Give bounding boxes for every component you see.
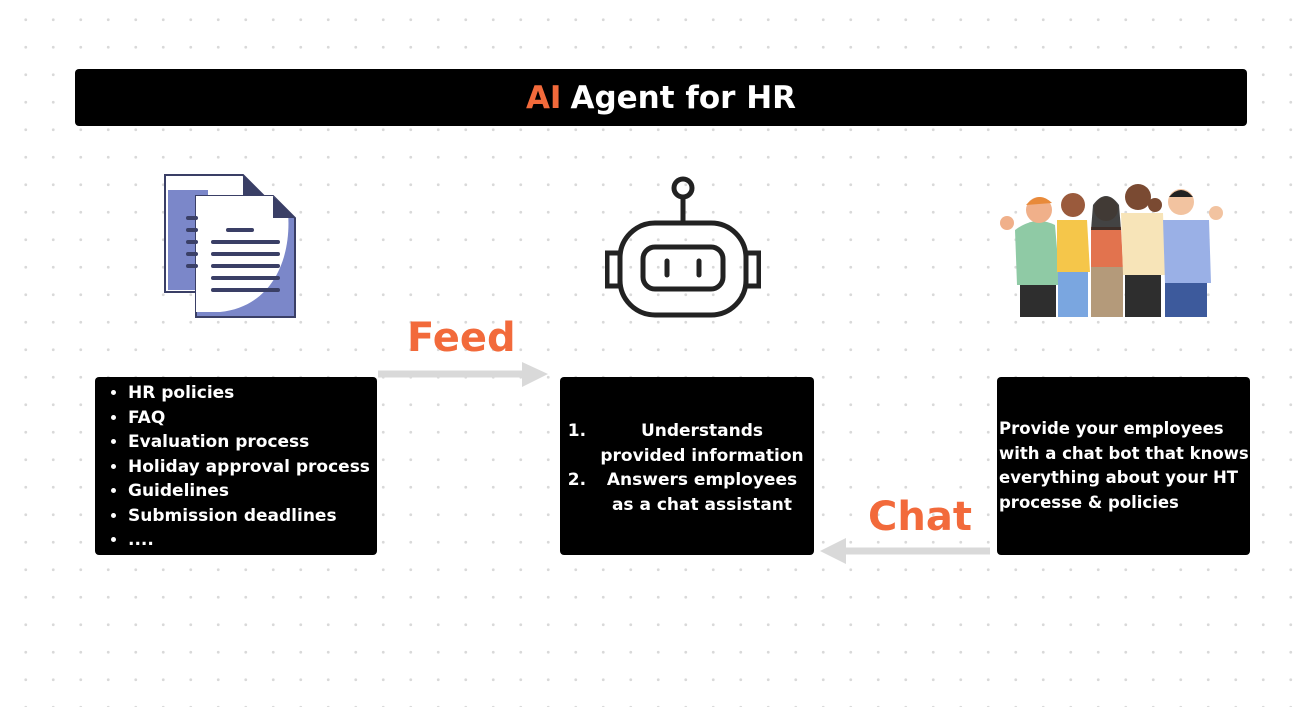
documents-icon: [164, 174, 296, 318]
list-item: HR policies: [128, 381, 377, 406]
employees-box: Provide your employees with a chat bot t…: [997, 377, 1250, 555]
chat-arrow: [820, 538, 990, 564]
agent-box: Understands provided information Answers…: [560, 377, 814, 555]
title-highlight: AI: [525, 79, 562, 116]
title-text: Agent for HR: [570, 79, 797, 116]
feed-arrow: [378, 362, 548, 387]
page-title: AI Agent for HR: [75, 69, 1247, 126]
list-item: FAQ: [128, 406, 377, 431]
employees-illustration: [1000, 184, 1223, 317]
employees-text: Provide your employees with a chat bot t…: [999, 419, 1249, 512]
documents-box: HR policies FAQ Evaluation process Holid…: [95, 377, 377, 555]
feed-label: Feed: [407, 315, 516, 361]
list-item: Guidelines: [128, 479, 377, 504]
list-item: Understands provided information: [592, 419, 806, 468]
chat-label: Chat: [868, 494, 972, 540]
list-item: Evaluation process: [128, 430, 377, 455]
list-item: Submission deadlines: [128, 504, 377, 529]
robot-icon: [605, 176, 761, 318]
list-item: ....: [128, 528, 377, 553]
list-item: Answers employees as a chat assistant: [592, 468, 806, 517]
list-item: Holiday approval process: [128, 455, 377, 480]
